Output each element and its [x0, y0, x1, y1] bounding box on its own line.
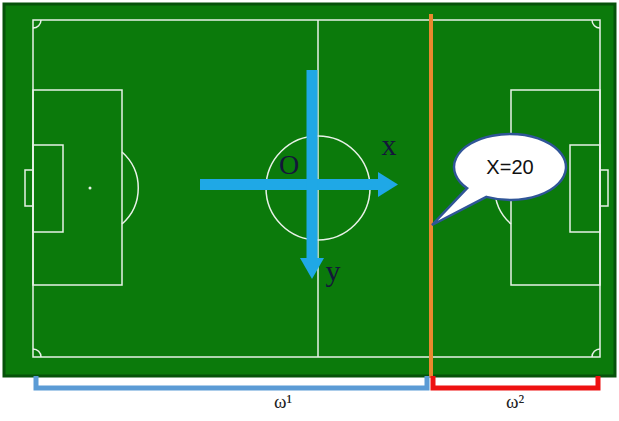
callout-bubble: X=20 [452, 132, 568, 202]
region-label: ω² [506, 392, 524, 413]
boundary-line [429, 14, 433, 378]
omega1-bracket [36, 376, 427, 388]
field-lines [25, 20, 608, 357]
axis-label: x [382, 128, 397, 161]
x-arrowhead [378, 172, 398, 197]
region-label: ω¹ [274, 392, 292, 413]
x-axis [200, 179, 380, 190]
y-arrowhead [300, 258, 324, 279]
field-ground [4, 4, 615, 376]
bubble-shape [432, 134, 566, 225]
omega2-bracket [433, 376, 598, 388]
axis-label: O [279, 150, 299, 181]
axis-label: y [326, 254, 341, 287]
penalty-spot [89, 187, 92, 190]
y-axis [307, 70, 318, 260]
axes [200, 70, 398, 279]
callout-text: X=20 [486, 156, 533, 178]
